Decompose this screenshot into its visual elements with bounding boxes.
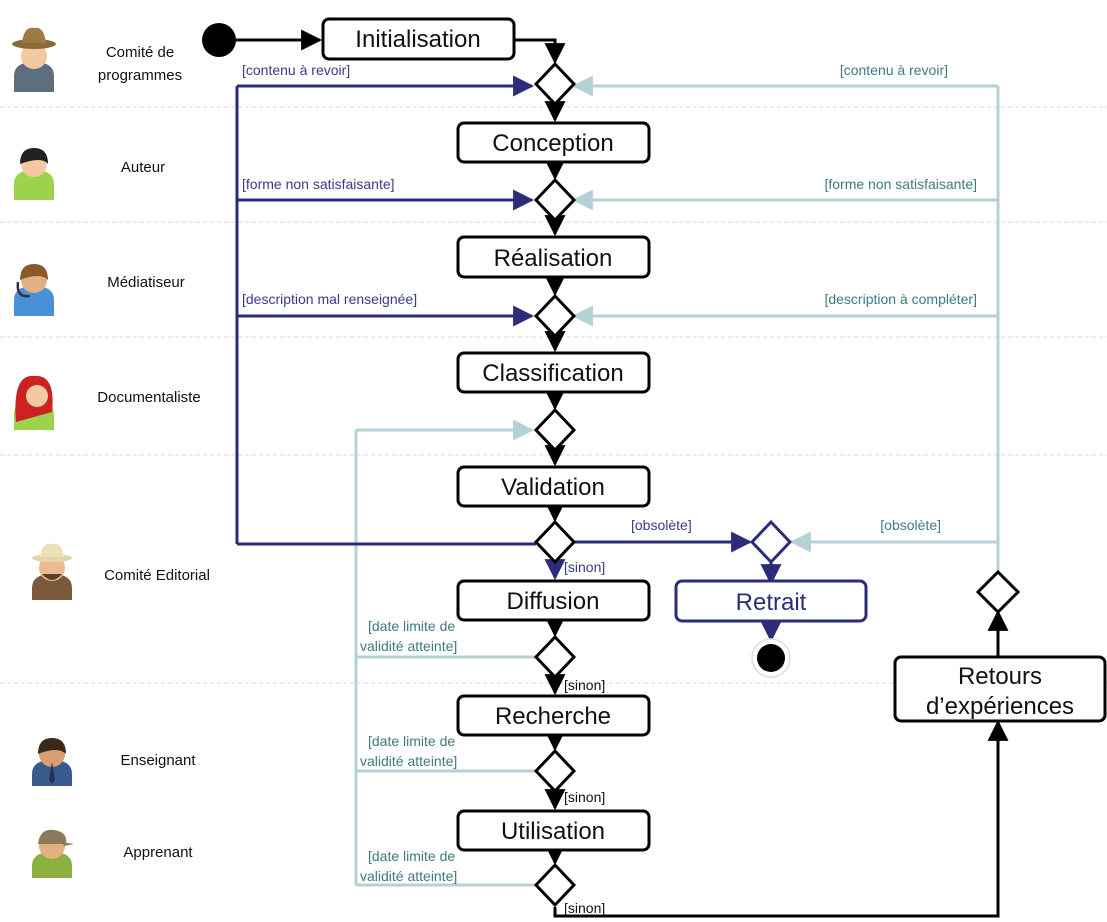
guard-date-limite-diffusion-line1: [date limite de xyxy=(368,618,455,634)
initial-node xyxy=(202,23,236,57)
role-label-comite-programmes-line1: Comité de xyxy=(106,44,174,61)
guard-date-limite-recherche-line2: validité atteinte] xyxy=(360,753,457,769)
role-label-enseignant: Enseignant xyxy=(120,752,196,769)
guard-date-limite-utilisation-line1: [date limite de xyxy=(368,848,455,864)
guard-description-right: [description à compléter] xyxy=(824,291,977,307)
final-node xyxy=(757,644,785,672)
guard-forme-left: [forme non satisfaisante] xyxy=(242,176,395,192)
retrait-box xyxy=(674,579,868,623)
node-initialisation: Initialisation xyxy=(355,26,480,53)
role-label-comite-editorial: Comité Editorial xyxy=(104,567,210,584)
guard-date-limite-diffusion-line2: validité atteinte] xyxy=(360,638,457,654)
cowboy-hat-person-icon xyxy=(12,27,56,92)
guard-obsolete-right: [obsolète] xyxy=(880,517,941,533)
author-person-icon xyxy=(14,148,54,200)
headset-person-icon xyxy=(14,264,54,316)
decision-diamonds xyxy=(533,61,1021,908)
guard-sinon-utilisation: [sinon] xyxy=(564,900,605,916)
node-classification: Classification xyxy=(482,360,623,387)
node-realisation: Réalisation xyxy=(494,245,613,272)
guard-contenu-left: [contenu à revoir] xyxy=(242,62,350,78)
role-label-documentaliste: Documentaliste xyxy=(97,389,200,406)
main-flow-edges xyxy=(236,29,1009,918)
guard-date-limite-recherche-line1: [date limite de xyxy=(368,733,455,749)
red-haired-person-icon xyxy=(14,375,54,430)
role-label-comite-programmes-line2: programmes xyxy=(98,67,182,84)
guard-obsolete-left: [obsolète] xyxy=(631,517,692,533)
validation-feedback-edges xyxy=(235,75,782,643)
role-label-apprenant: Apprenant xyxy=(123,844,193,861)
retrait-decision-diamond xyxy=(749,519,793,565)
guard-sinon-recherche: [sinon] xyxy=(564,789,605,805)
validity-feedback-edges xyxy=(354,419,536,887)
node-recherche: Recherche xyxy=(495,703,611,730)
guard-date-limite-utilisation-line2: validité atteinte] xyxy=(360,868,457,884)
guard-forme-right: [forme non satisfaisante] xyxy=(824,176,977,192)
node-retours-line1: Retours xyxy=(958,663,1042,690)
guard-sinon-diffusion: [sinon] xyxy=(564,677,605,693)
teacher-person-icon xyxy=(32,738,72,786)
experience-feedback-edges xyxy=(571,75,1000,578)
guard-contenu-right: [contenu à revoir] xyxy=(840,62,948,78)
node-utilisation: Utilisation xyxy=(501,818,605,845)
guard-description-left: [description mal renseignée] xyxy=(242,291,417,307)
safari-hat-person-icon xyxy=(32,543,72,600)
action-boxes xyxy=(321,17,1107,852)
node-retrait: Retrait xyxy=(736,589,807,616)
role-label-auteur: Auteur xyxy=(121,159,165,176)
node-conception: Conception xyxy=(492,130,613,157)
node-retours-line2: d’expériences xyxy=(926,693,1074,720)
node-validation: Validation xyxy=(501,474,605,501)
role-label-mediatiseur: Médiatiseur xyxy=(107,274,185,291)
guard-sinon-validation: [sinon] xyxy=(564,559,605,575)
node-diffusion: Diffusion xyxy=(507,588,600,615)
cap-person-icon xyxy=(32,829,74,878)
